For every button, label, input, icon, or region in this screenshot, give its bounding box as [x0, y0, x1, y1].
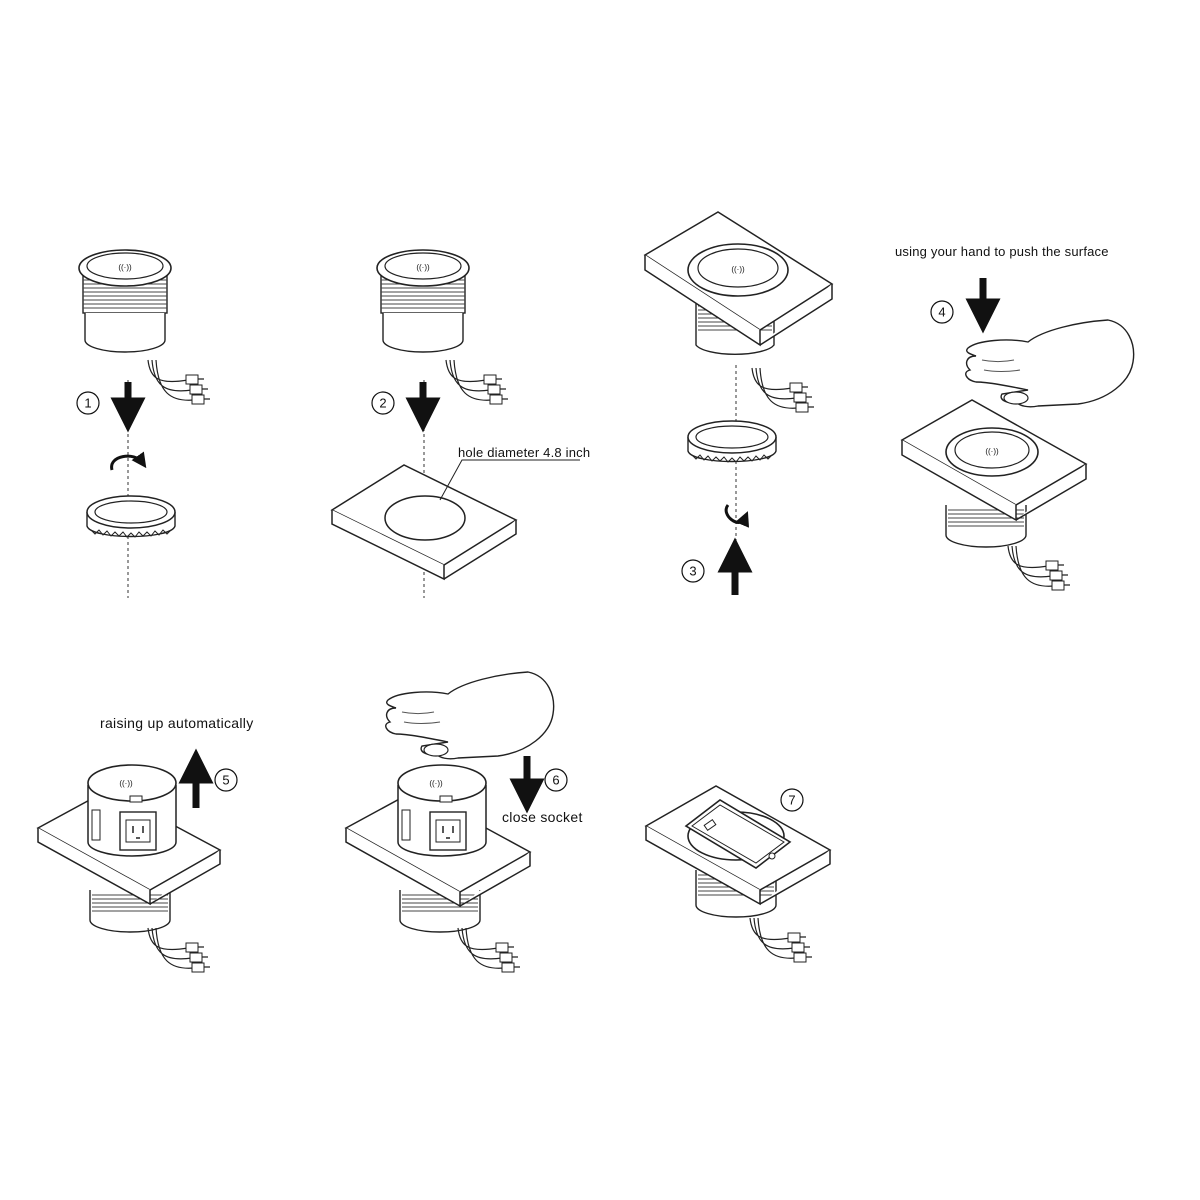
step-number: 2	[379, 396, 386, 411]
step-7: 7	[644, 785, 832, 963]
step-4: using your hand to push the surface 4 ((…	[895, 244, 1135, 591]
step-3: ((·)) 3	[643, 211, 834, 595]
step-number-badge	[544, 768, 568, 792]
rotate-arrow	[724, 504, 750, 528]
step-number-badge	[780, 788, 804, 812]
step-number-badge	[214, 768, 238, 792]
step-number: 6	[552, 773, 559, 788]
power-cables	[1007, 545, 1071, 591]
step-number: 7	[788, 793, 795, 808]
hole-diameter-label: hole diameter 4.8 inch	[458, 445, 590, 460]
usb-port	[129, 795, 143, 803]
step-2: hole diameter 4.8 inch 2	[331, 249, 590, 598]
close-socket-caption: close socket	[502, 809, 583, 825]
push-instruction: using your hand to push the surface	[895, 244, 1109, 259]
step-5: raising up automatically 5 ((·))	[36, 715, 254, 973]
rotate-arrow	[110, 451, 147, 471]
raising-caption: raising up automatically	[100, 715, 254, 731]
step-number-badge	[681, 559, 705, 583]
step-number: 1	[84, 396, 91, 411]
cutout-hole	[384, 495, 466, 541]
step-number: 3	[689, 564, 696, 579]
step-number: 4	[938, 305, 945, 320]
socket-tower	[78, 249, 172, 353]
svg-text:((·)): ((·))	[429, 779, 443, 788]
hand	[385, 671, 555, 760]
step-6: 6 close socket ((·))	[344, 671, 583, 973]
power-cables	[749, 917, 813, 963]
step-number: 5	[222, 773, 229, 788]
hand	[965, 319, 1135, 408]
power-cables	[147, 927, 211, 973]
socket-tower	[376, 249, 470, 353]
step-number-badge	[930, 300, 954, 324]
power-cables	[751, 367, 815, 413]
power-cables	[457, 927, 521, 973]
usb-port	[439, 795, 453, 803]
step-1: 1	[76, 249, 211, 598]
flange-ring	[687, 420, 777, 463]
leader-line	[439, 459, 580, 501]
svg-text:((·)): ((·))	[731, 265, 745, 274]
power-cables	[147, 359, 211, 405]
svg-text:((·)): ((·))	[985, 447, 999, 456]
power-cables	[445, 359, 509, 405]
smartphone	[684, 799, 792, 869]
svg-text:((·)): ((·))	[119, 779, 133, 788]
step-number-badge	[371, 391, 395, 415]
flange-ring	[86, 495, 176, 538]
step-number-badge	[76, 391, 100, 415]
